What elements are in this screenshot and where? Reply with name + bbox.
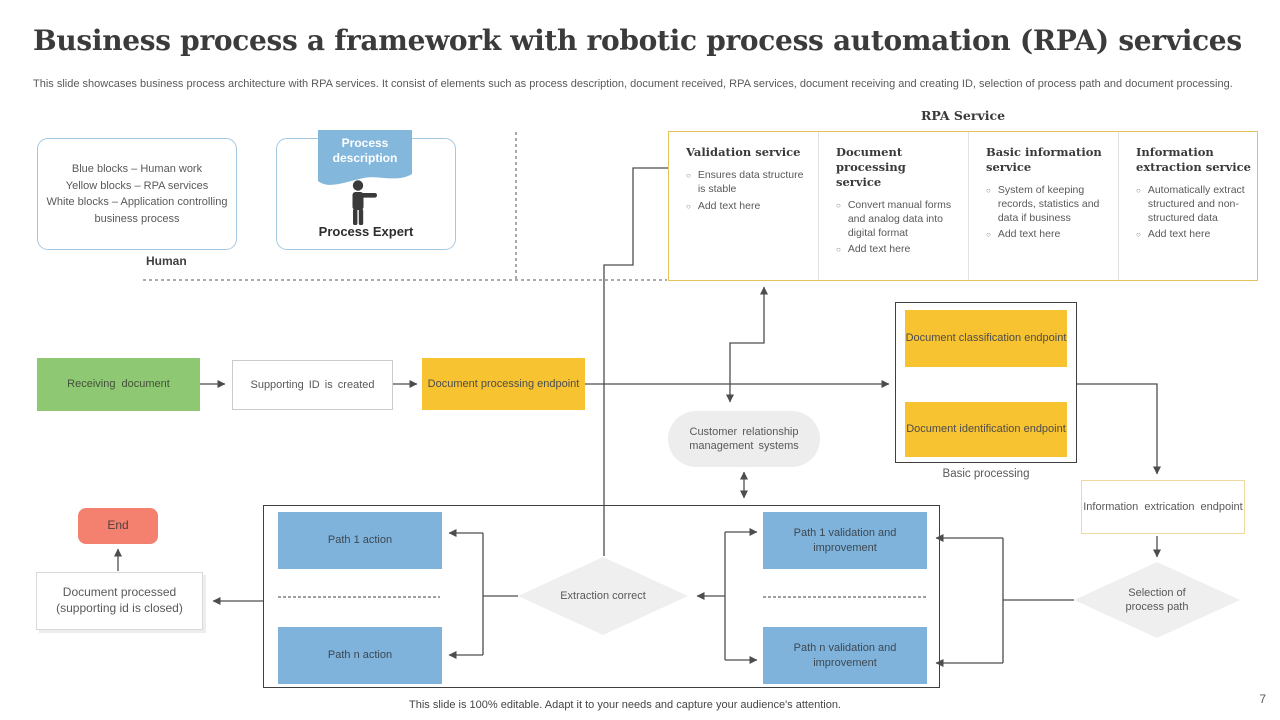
footer-note: This slide is 100% editable. Adapt it to… bbox=[409, 699, 841, 711]
slide-description: This slide showcases business process ar… bbox=[33, 78, 1233, 90]
bullet-text: Add text here bbox=[997, 228, 1061, 241]
legend-line: White blocks – Application controlling b… bbox=[46, 196, 228, 225]
document-processed-box: Document processed (supporting id is clo… bbox=[36, 572, 203, 630]
supporting-id-box: Supporting ID is created bbox=[232, 360, 393, 410]
crm-systems-shape: Customer relationship management systems bbox=[668, 411, 820, 467]
bullet-item: ○ Ensures data structure is stable bbox=[686, 169, 810, 197]
rpa-column-heading: Basic information service bbox=[986, 145, 1102, 174]
flag-label: Process description bbox=[332, 136, 398, 165]
path-n-validation-box: Path n validation and improvement bbox=[763, 627, 927, 684]
bullet-text: Convert manual forms and analog data int… bbox=[847, 198, 952, 239]
diamond-label: Selection of process path bbox=[1125, 586, 1189, 613]
legend-line: Blue blocks – Human work bbox=[71, 163, 203, 175]
legend-text: Blue blocks – Human work Yellow blocks –… bbox=[44, 161, 230, 227]
bullet-item: ○ Add text here bbox=[686, 200, 810, 214]
rpa-service-title: RPA Service bbox=[920, 108, 1006, 123]
connector-rpa-to-extraction bbox=[603, 167, 668, 556]
circle-bullet-icon: ○ bbox=[1136, 230, 1141, 240]
end-box: End bbox=[78, 508, 158, 544]
document-classification-endpoint-box: Document classification endpoint bbox=[905, 310, 1067, 367]
diamond-label: Extraction correct bbox=[560, 589, 646, 602]
legend-box: Blue blocks – Human work Yellow blocks –… bbox=[37, 138, 237, 250]
circle-bullet-icon: ○ bbox=[986, 185, 991, 195]
bullet-text: Add text here bbox=[697, 199, 761, 212]
box-label: Path n validation and improvement bbox=[793, 642, 897, 669]
bullet-text: Ensures data structure is stable bbox=[697, 168, 804, 195]
path-1-validation-box: Path 1 validation and improvement bbox=[763, 512, 927, 569]
bullet-item: ○ Add text here bbox=[986, 228, 1110, 242]
box-label: Path 1 validation and improvement bbox=[793, 527, 897, 554]
path-1-action-box: Path 1 action bbox=[278, 512, 442, 569]
bullet-item: ○ System of keeping records, statistics a… bbox=[986, 184, 1110, 226]
circle-bullet-icon: ○ bbox=[836, 245, 841, 255]
circle-bullet-icon: ○ bbox=[986, 230, 991, 240]
circle-bullet-icon: ○ bbox=[836, 200, 841, 210]
bullet-item: ○ Add text here bbox=[836, 243, 960, 257]
connector-selection-bracket bbox=[1002, 538, 1074, 663]
document-processing-endpoint-box: Document processing endpoint bbox=[422, 358, 585, 410]
path-processing-container bbox=[263, 505, 940, 688]
basic-processing-label: Basic processing bbox=[942, 468, 1030, 480]
rpa-column-validation: Validation service ○ Ensures data structu… bbox=[669, 132, 819, 280]
bullet-item: ○ Convert manual forms and analog data in… bbox=[836, 199, 960, 241]
rpa-column-heading: Information extraction service bbox=[1136, 145, 1251, 174]
rpa-column-heading: Document processing service bbox=[836, 145, 906, 189]
selection-of-process-path-diamond: Selection of process path bbox=[1074, 562, 1240, 638]
document-identification-endpoint-box: Document identification endpoint bbox=[905, 402, 1067, 457]
circle-bullet-icon: ○ bbox=[686, 170, 691, 180]
bullet-text: System of keeping records, statistics an… bbox=[997, 183, 1100, 224]
bullet-text: Add text here bbox=[847, 243, 911, 256]
process-description-flag bbox=[318, 130, 412, 185]
bullet-item: ○ Automatically extract structured and no… bbox=[1136, 184, 1260, 226]
process-expert-label: Process Expert bbox=[318, 224, 414, 239]
human-zone-label: Human bbox=[146, 254, 187, 268]
rpa-service-panel: Validation service ○ Ensures data structu… bbox=[668, 131, 1258, 281]
connector-basic-to-info bbox=[1077, 383, 1161, 475]
page-number: 7 bbox=[1259, 692, 1266, 706]
bullet-text: Add text here bbox=[1147, 228, 1211, 241]
arrow-rpa-crm-bidirectional bbox=[726, 286, 768, 403]
bullet-text: Automatically extract structured and non… bbox=[1147, 183, 1245, 224]
circle-bullet-icon: ○ bbox=[686, 201, 691, 211]
rpa-column-information-extraction: Information extraction service ○ Automati… bbox=[1119, 132, 1268, 280]
rpa-column-document-processing: Document processing service ○ Convert man… bbox=[819, 132, 969, 280]
receiving-document-box: Receiving document bbox=[37, 358, 200, 411]
information-extrication-endpoint-box: Information extrication endpoint bbox=[1081, 480, 1245, 534]
bullet-item: ○ Add text here bbox=[1136, 228, 1260, 242]
person-icon bbox=[352, 180, 377, 225]
rpa-column-basic-information: Basic information service ○ System of kee… bbox=[969, 132, 1119, 280]
legend-line: Yellow blocks – RPA services bbox=[65, 179, 209, 192]
path-n-action-box: Path n action bbox=[278, 627, 442, 684]
rpa-column-heading: Validation service bbox=[686, 145, 801, 159]
box-label: Document processed (supporting id is clo… bbox=[56, 585, 183, 615]
circle-bullet-icon: ○ bbox=[1136, 185, 1141, 195]
page-title: Business process a framework with roboti… bbox=[33, 24, 1242, 57]
